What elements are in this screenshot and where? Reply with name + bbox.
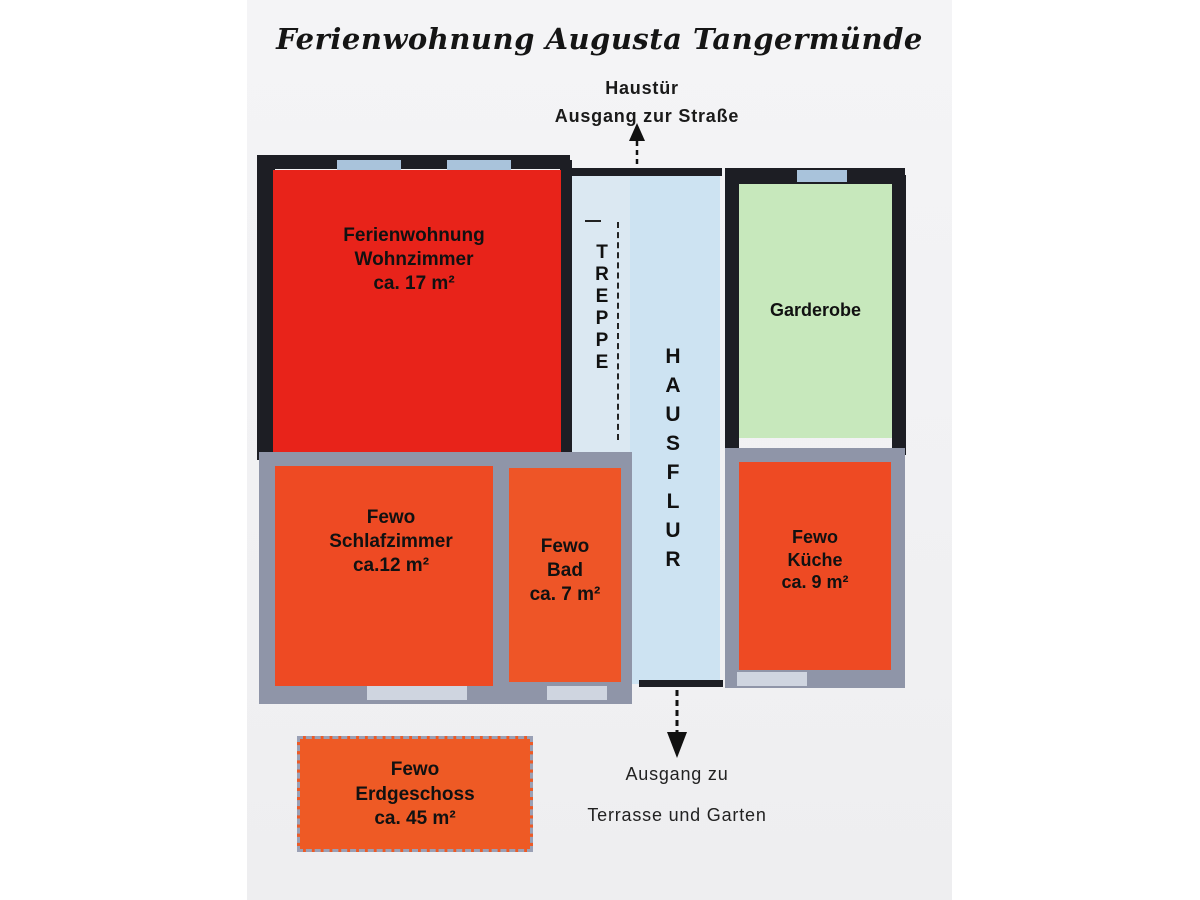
window bbox=[447, 160, 511, 170]
staircase-tick bbox=[585, 220, 601, 222]
room-wohnzimmer bbox=[273, 170, 561, 452]
hall-bottom-door bbox=[639, 680, 723, 687]
legend-label: Fewo Erdgeschoss ca. 45 m² bbox=[355, 759, 475, 830]
room-garderobe bbox=[739, 184, 892, 438]
staircase-label: T R E P P E bbox=[595, 242, 609, 373]
window bbox=[337, 160, 401, 170]
garden-exit-label-line1: Ausgang zu bbox=[625, 764, 729, 784]
staircase-outline bbox=[617, 222, 623, 440]
wall-top-left bbox=[257, 155, 570, 169]
window bbox=[797, 170, 847, 182]
wall-treppe-left bbox=[560, 160, 572, 460]
staircase-area bbox=[570, 172, 630, 452]
room-schlafzimmer-label: Fewo Schlafzimmer ca.12 m² bbox=[329, 507, 453, 576]
street-exit-label: Ausgang zur Straße bbox=[554, 106, 740, 126]
arrow-down-icon bbox=[666, 690, 688, 758]
wall-left bbox=[257, 155, 275, 460]
garden-exit-label-line2: Terrasse und Garten bbox=[587, 805, 767, 825]
legend-box bbox=[297, 736, 533, 852]
window bbox=[547, 686, 607, 700]
room-bad-label: Fewo Bad ca. 7 m² bbox=[529, 536, 601, 605]
hallway-label: H A U S F L U R bbox=[665, 345, 681, 571]
wall-hall-top bbox=[570, 168, 722, 176]
room-wohnzimmer-label: Ferienwohnung Wohnzimmer ca. 17 m² bbox=[343, 225, 485, 294]
room-kueche-label: Fewo Küche ca. 9 m² bbox=[781, 527, 849, 592]
floor-plan-title: Ferienwohnung Augusta Tangermünde bbox=[276, 22, 923, 56]
window bbox=[367, 686, 467, 700]
room-bad bbox=[509, 468, 621, 682]
wall-right-right bbox=[892, 175, 906, 455]
room-kueche bbox=[739, 462, 891, 670]
room-garderobe-label: Garderobe bbox=[769, 300, 862, 320]
front-door-label: Haustür bbox=[605, 78, 679, 98]
room-schlafzimmer bbox=[275, 466, 493, 686]
floor-plan-photo: Ferienwohnung Augusta Tangermünde Haustü… bbox=[247, 0, 952, 900]
window bbox=[737, 672, 807, 686]
wall-right-left bbox=[725, 168, 739, 453]
